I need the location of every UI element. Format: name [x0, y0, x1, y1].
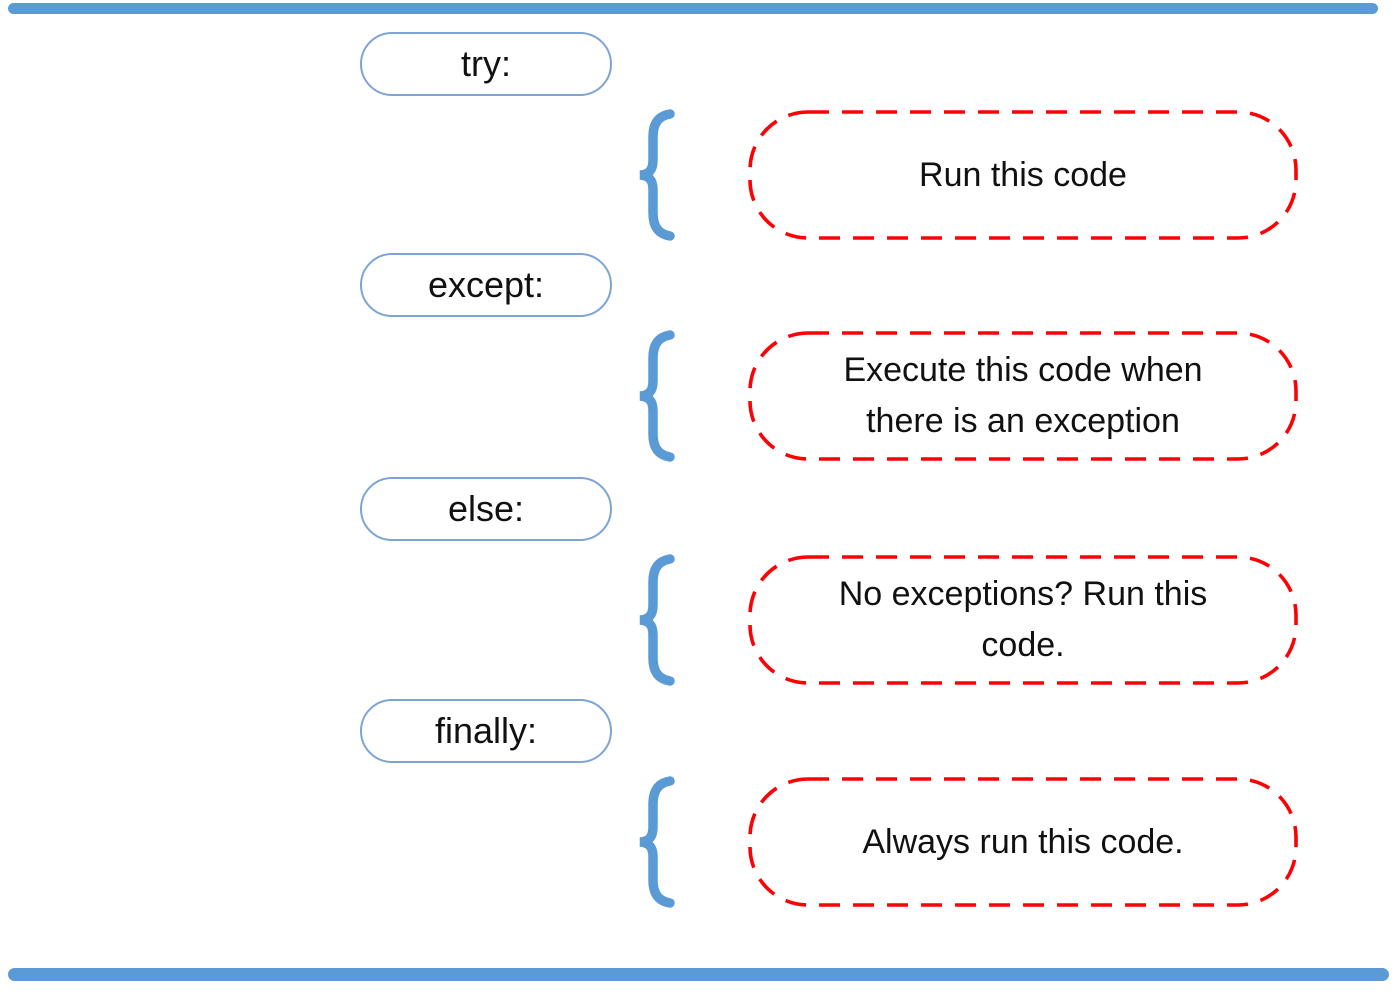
left-curly-brace-icon — [630, 553, 678, 687]
top-divider-bar — [8, 3, 1378, 14]
left-curly-brace-icon — [630, 108, 678, 242]
keyword-pill-except: except: — [360, 253, 612, 317]
keyword-label: else: — [447, 488, 525, 529]
description-box-finally: Always run this code. — [748, 777, 1298, 907]
diagram-row-except: except: Execute this code when there is … — [0, 253, 1394, 465]
description-box-try: Run this code — [748, 110, 1298, 240]
keyword-pill-finally: finally: — [360, 699, 612, 763]
keyword-pill-try: try: — [360, 32, 612, 96]
description-box-else: No exceptions? Run this code. — [748, 555, 1298, 685]
keyword-label: except: — [427, 264, 545, 305]
description-label: No exceptions? Run this code. — [838, 575, 1208, 664]
description-label: Run this code — [919, 155, 1127, 194]
diagram-row-try: try: Run this code — [0, 32, 1394, 244]
bottom-divider-bar — [8, 968, 1389, 981]
keyword-label: try: — [461, 43, 511, 84]
keyword-pill-else: else: — [360, 477, 612, 541]
description-box-except: Execute this code when there is an excep… — [748, 331, 1298, 461]
description-label: Execute this code when there is an excep… — [843, 351, 1203, 440]
diagram-row-else: else: No exceptions? Run this code. — [0, 477, 1394, 689]
keyword-label: finally: — [434, 710, 538, 751]
description-label: Always run this code. — [862, 822, 1184, 861]
left-curly-brace-icon — [630, 775, 678, 909]
left-curly-brace-icon — [630, 329, 678, 463]
diagram-row-finally: finally: Always run this code. — [0, 699, 1394, 911]
